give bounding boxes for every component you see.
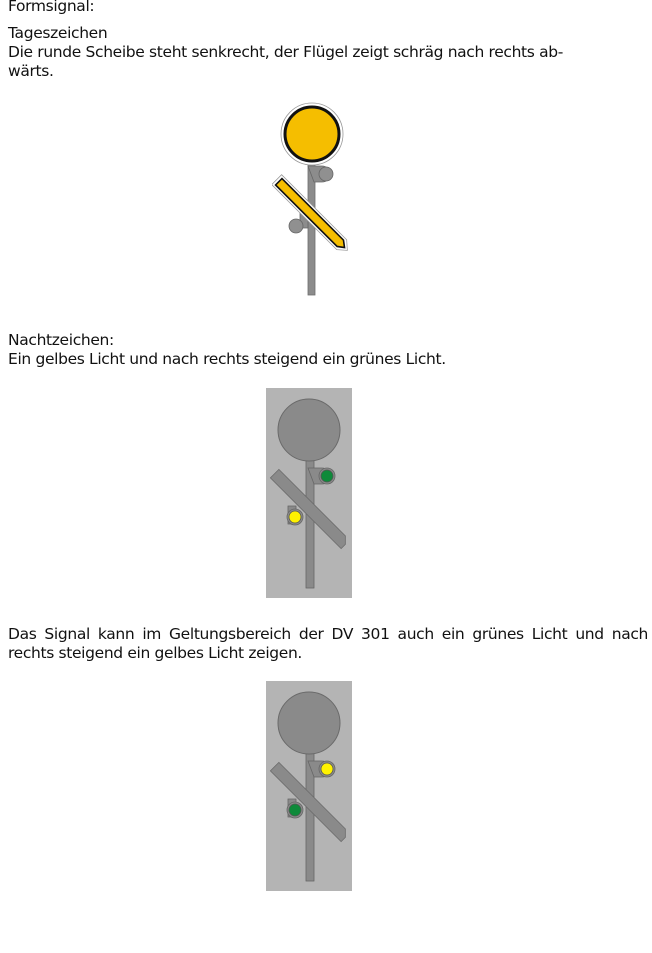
night-section: Nachtzeichen: Ein gelbes Licht und nach … xyxy=(8,331,648,369)
night-signal-figure-2 xyxy=(266,681,352,891)
day-signal-figure xyxy=(272,100,352,300)
day-description: Die runde Scheibe steht senkrecht, der F… xyxy=(8,43,563,80)
dv301-section: Das Signal kann im Geltungsbereich der D… xyxy=(8,625,648,663)
night-signal-figure-1 xyxy=(266,388,352,598)
day-section: Tageszeichen Die runde Scheibe steht sen… xyxy=(8,24,648,81)
document-heading: Formsignal: xyxy=(8,0,95,15)
dv301-description: Das Signal kann im Geltungsbereich der D… xyxy=(8,625,648,662)
night-title: Nachtzeichen: xyxy=(8,331,114,349)
night-description: Ein gelbes Licht und nach rechts steigen… xyxy=(8,350,446,368)
day-title: Tageszeichen xyxy=(8,24,108,42)
